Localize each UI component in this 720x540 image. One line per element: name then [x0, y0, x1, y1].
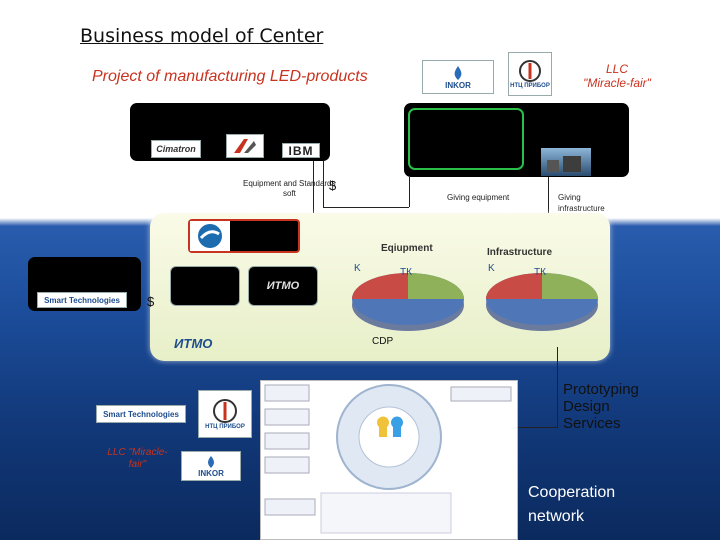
industrial-photo [541, 148, 591, 176]
smart-tech-logo-1: Smart Technologies [37, 292, 127, 308]
npc-emblem-icon-bottom [213, 399, 237, 423]
resource-box-2: ИТМО [248, 266, 318, 306]
partner-logo-box [188, 219, 300, 253]
equipment-slice-green [408, 273, 464, 299]
cdp-label: CDP [372, 336, 394, 347]
npc-logo-bottom-text: НТЦ ПРИБОР [205, 424, 245, 430]
itmo-logo-panel: ИТМО [174, 336, 213, 351]
partner-emblem [190, 221, 230, 251]
equipment-standards-label: Equipment and Standards [243, 179, 336, 188]
resource-box-1 [170, 266, 240, 306]
flow-line-soft [313, 161, 314, 241]
equipment-pie: K ТК [352, 263, 464, 331]
infra-slice-red [486, 273, 542, 299]
infrastructure-label: Infrastructure [487, 247, 553, 258]
flow-line-dollar-h [323, 207, 409, 208]
soft-label: soft [283, 189, 296, 198]
cooperation-wheel-icon [264, 384, 512, 534]
cdp-network-diagram [260, 380, 518, 540]
npc-logo-text: НТЦ ПРИБОР [510, 83, 550, 89]
equipment-slice-red [352, 273, 408, 299]
inkor-logo-bottom-text: INKOR [198, 468, 224, 478]
smart-tech-logo-2: Smart Technologies [96, 405, 186, 423]
inkor-logo-bottom: INKOR [181, 451, 241, 481]
llc-label-top: LLC "Miracle-fair" [583, 62, 651, 90]
project-subtitle: Project of manufacturing LED-products [92, 68, 368, 85]
npc-logo: НТЦ ПРИБОР [508, 52, 552, 96]
tk-logo-inf: ТК [534, 267, 546, 278]
dollar-label-left: $ [147, 294, 155, 309]
dollar-label-top: $ [329, 178, 337, 193]
k-logo-inf: K [488, 263, 495, 274]
swirl-icon [198, 224, 222, 248]
infrastructure-pie: K ТК [486, 263, 598, 331]
inkor-drop-icon-bottom [208, 455, 214, 468]
flow-line-dollar-up [409, 177, 410, 207]
equipment-label: Eqiupment [381, 243, 433, 254]
npc-emblem-icon [519, 60, 541, 82]
design-label: Design [563, 398, 610, 415]
prototyping-design-services: Prototyping Design Services [563, 381, 639, 432]
network-label: network [528, 508, 585, 525]
inkor-drop-icon [454, 65, 462, 80]
llc-label-bottom: LLC "Miracle-fair" [107, 447, 168, 470]
flow-line-proto [557, 347, 558, 427]
inkor-logo-text: INKOR [445, 80, 471, 90]
inkor-logo: INKOR [422, 60, 494, 94]
itmo-logo-box: ИТМО [266, 280, 300, 292]
cimatron-logo: Cimatron [151, 140, 201, 158]
infra-slice-green [542, 273, 598, 299]
center-panel: Eqiupment Infrastructure ИТМО K ТК K ТК … [150, 213, 610, 361]
k-logo-eq: K [354, 263, 361, 274]
page-title: Business model of Center [80, 25, 324, 47]
green-frame [408, 108, 524, 170]
smart-tech-box: Smart Technologies [28, 257, 141, 311]
flow-line-dollar [323, 161, 324, 207]
cooperation-network-label: Cooperation network [528, 481, 615, 529]
building-icon [547, 156, 581, 172]
infrastructure-partners-box [404, 103, 629, 177]
tk-logo-eq: ТК [400, 267, 412, 278]
npc-logo-bottom: НТЦ ПРИБОР [198, 390, 252, 438]
dassault-logo [226, 134, 264, 158]
ibm-logo: IBM [282, 143, 320, 158]
software-partners-box: Cimatron IBM [130, 103, 330, 161]
services-label: Services [563, 415, 621, 432]
cooperation-label: Cooperation [528, 484, 616, 501]
prototyping-label: Prototyping [563, 381, 639, 398]
giving-equipment-label: Giving equipment [447, 193, 510, 202]
giving-infrastructure-label: Giving infrastructure [558, 193, 605, 213]
dassault-icon [234, 139, 256, 153]
flow-line-proto-h [490, 427, 558, 428]
